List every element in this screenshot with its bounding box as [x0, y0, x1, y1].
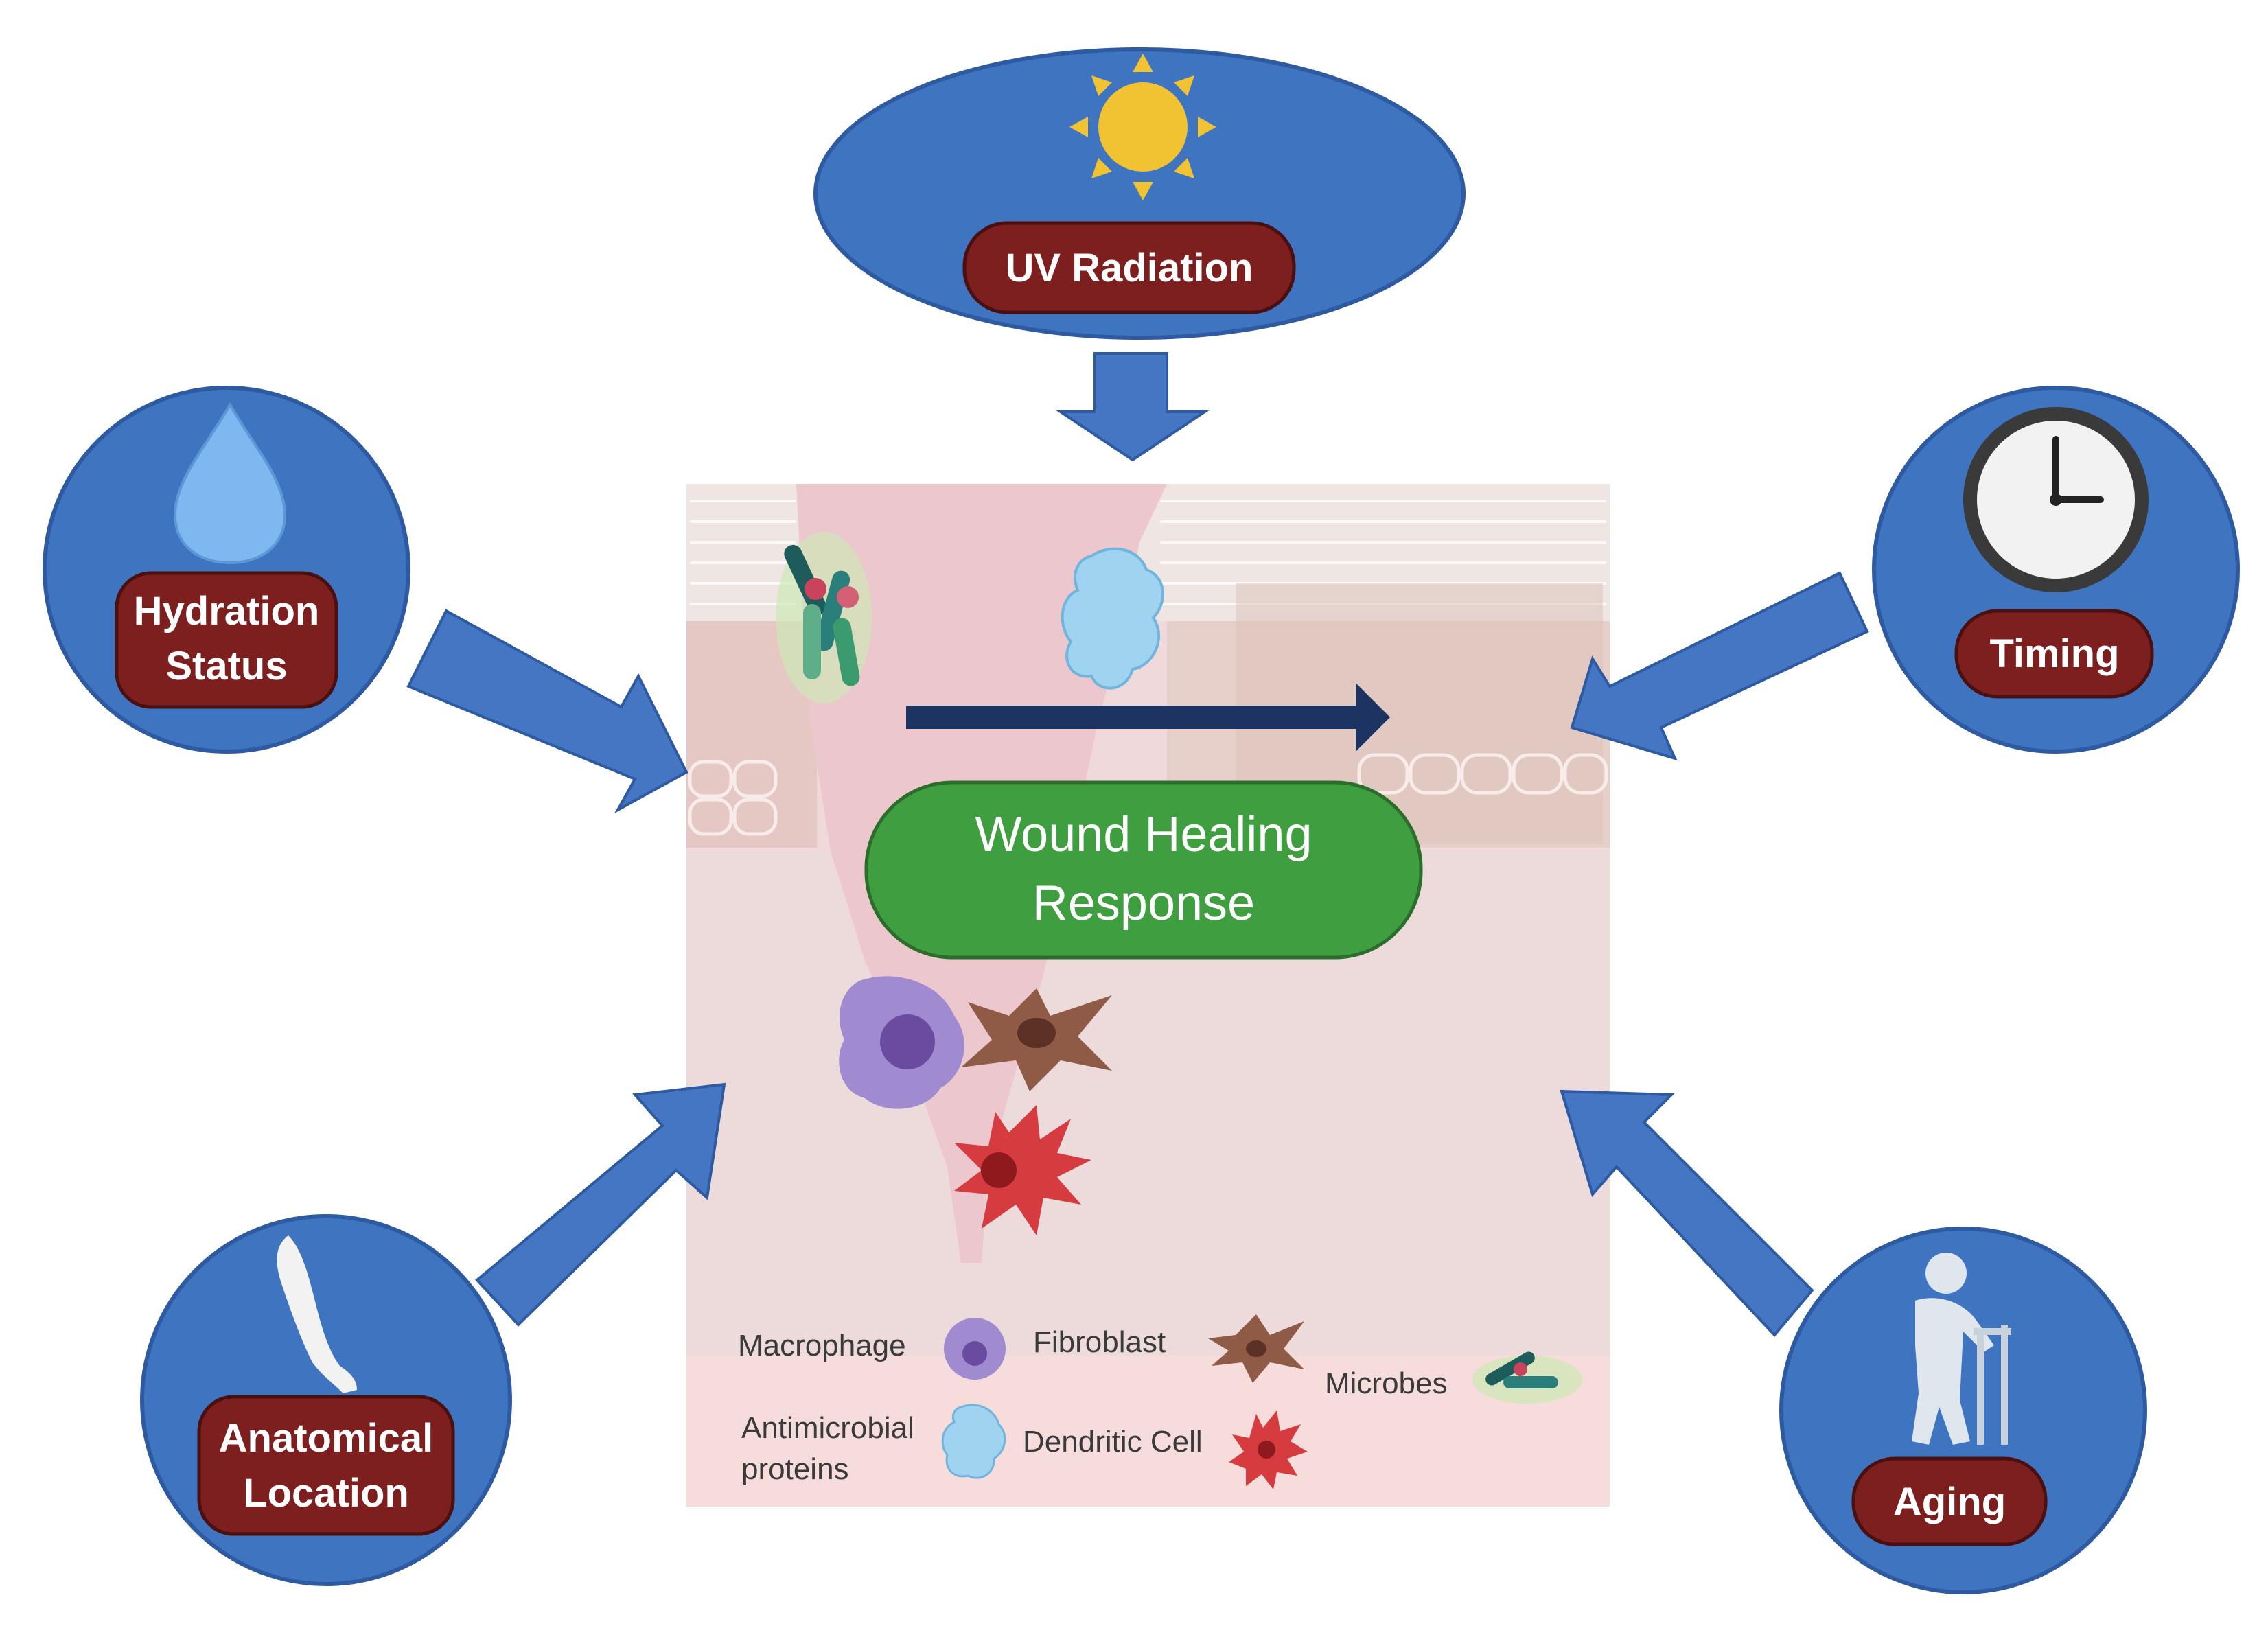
anatomical-label-line1: Anatomical	[219, 1416, 434, 1461]
center-title-line1: Wound Healing	[975, 807, 1312, 862]
anatomical-arrow	[475, 1082, 726, 1327]
arrows	[406, 352, 1869, 1338]
legend-macrophage-icon	[944, 1318, 1006, 1380]
hydration-label-line1: Hydration	[134, 589, 320, 634]
factor-aging: Aging	[1779, 1227, 2147, 1594]
center-node-wound-healing: Wound Healing Response	[864, 780, 1423, 960]
aging-label: Aging	[1893, 1480, 2006, 1524]
factor-hydration-status: Hydration Status	[43, 386, 410, 754]
factor-anatomical-location: Anatomical Location	[140, 1214, 512, 1586]
hydration-label-line2: Status	[165, 644, 287, 688]
legend-dendritic-label: Dendritic Cell	[1023, 1425, 1203, 1459]
epidermal-cells	[688, 753, 1608, 836]
legend: Macrophage Fibroblast Microbes Antimicro…	[738, 1314, 1582, 1489]
uv-radiation-label: UV Radiation	[1006, 246, 1253, 290]
sun-icon	[1069, 54, 1216, 200]
legend-antimicrobial-label-line1: Antimicrobial	[741, 1411, 914, 1445]
fibroblast-cell	[961, 988, 1112, 1091]
timing-label: Timing	[1989, 631, 2119, 676]
healing-direction-arrow	[906, 683, 1390, 752]
macrophage-cell	[839, 976, 964, 1109]
center-title-line2: Response	[1032, 876, 1255, 931]
legend-macrophage-label: Macrophage	[738, 1329, 906, 1362]
elderly-walker-icon	[1912, 1253, 2011, 1445]
legend-antimicrobial-label-line2: proteins	[741, 1452, 849, 1486]
factor-uv-radiation: UV Radiation	[813, 47, 1466, 340]
factor-timing: Timing	[1872, 386, 2240, 754]
legend-microbes-label: Microbes	[1325, 1367, 1448, 1400]
legend-fibroblast-label: Fibroblast	[1033, 1325, 1166, 1359]
clock-icon	[1963, 407, 2149, 592]
arm-icon	[277, 1235, 357, 1393]
antimicrobial-protein	[1061, 547, 1164, 690]
uv-arrow	[1056, 352, 1210, 462]
microbes-cluster	[776, 532, 872, 704]
legend-dendritic-icon	[1229, 1410, 1308, 1489]
hydration-arrow	[406, 609, 688, 814]
dendritic-cell	[954, 1105, 1091, 1235]
water-drop-icon	[173, 402, 287, 565]
timing-arrow	[1570, 571, 1869, 761]
legend-fibroblast-icon	[1208, 1314, 1304, 1383]
legend-band	[686, 1356, 1610, 1507]
legend-antimicrobial-icon	[941, 1404, 1006, 1479]
aging-arrow	[1560, 1089, 1814, 1338]
legend-microbes-icon	[1472, 1351, 1582, 1404]
anatomical-label-line2: Location	[243, 1471, 409, 1515]
